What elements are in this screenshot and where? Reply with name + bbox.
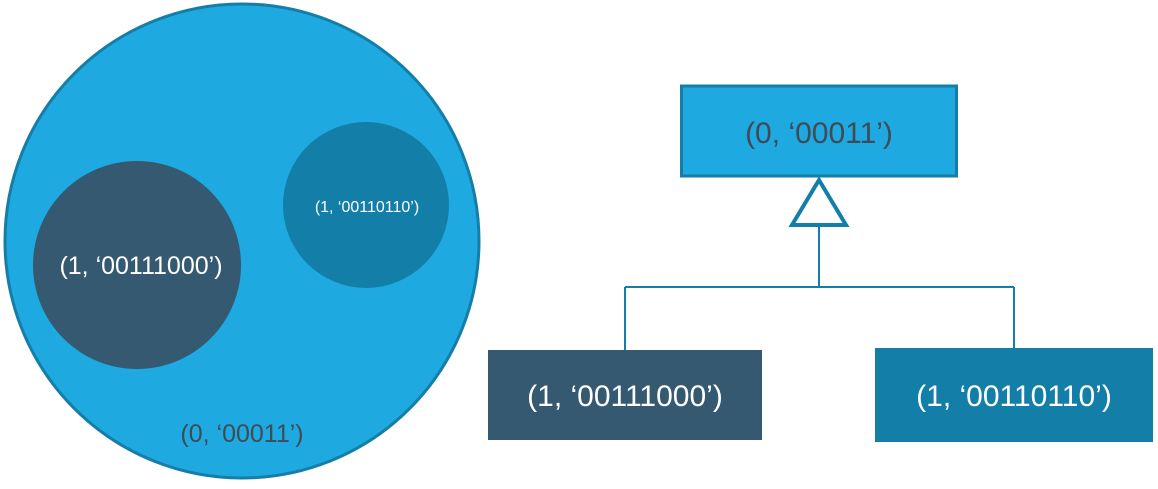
- child-box-right: [875, 348, 1153, 442]
- inheritance-tree: (0, ‘00011’) (1, ‘00111000’) (1, ‘001101…: [488, 84, 1153, 442]
- inner-left-label: (1, ‘00111000’): [59, 252, 222, 280]
- child-left-label: (1, ‘00111000’): [527, 380, 723, 413]
- venn-diagram: (1, ‘00111000’) (1, ‘00110110’) (0, ‘000…: [3, 2, 481, 480]
- inheritance-arrow-icon: [788, 176, 850, 227]
- inner-circle-left: [33, 161, 241, 369]
- child-box-left: [488, 350, 762, 440]
- outer-label: (0, ‘00011’): [180, 420, 303, 448]
- parent-box: [680, 84, 958, 178]
- inner-circle-right: [283, 122, 449, 288]
- child-right-label: (1, ‘00110110’): [916, 380, 1112, 413]
- inner-right-label: (1, ‘00110110’): [315, 199, 419, 216]
- parent-label: (0, ‘00011’): [745, 117, 893, 150]
